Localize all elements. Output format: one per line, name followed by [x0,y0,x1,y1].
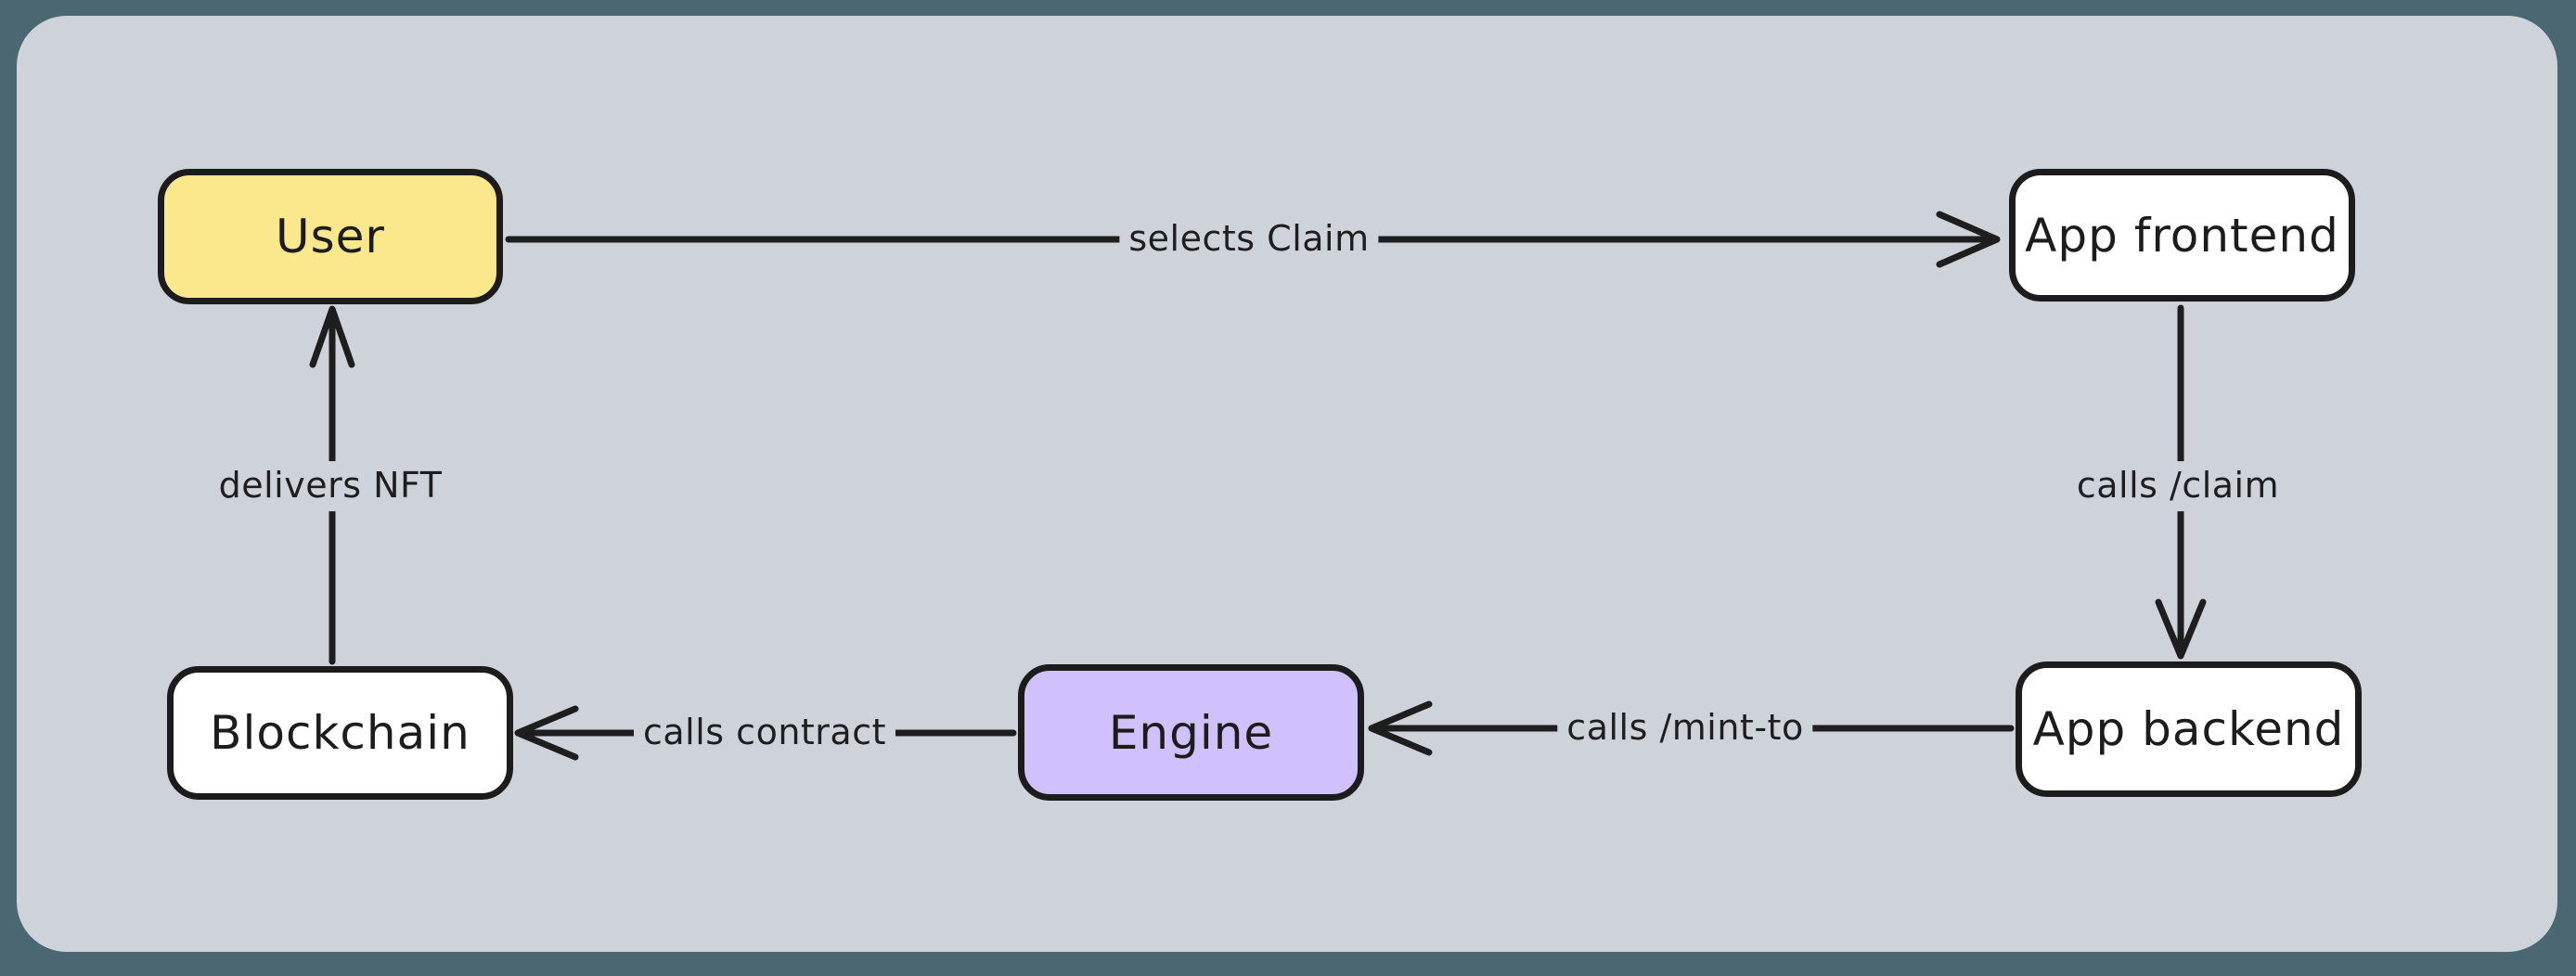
node-app-frontend-label: App frontend [2025,208,2339,263]
edge-label-calls-contract: calls contract [634,708,895,758]
node-app-frontend: App frontend [2009,169,2355,302]
node-app-backend: App backend [2016,661,2362,797]
edge-label-calls-claim: calls /claim [2067,461,2289,511]
node-user: User [158,169,503,304]
node-blockchain: Blockchain [167,666,513,800]
edge-label-delivers-nft: delivers NFT [209,461,452,511]
node-user-label: User [276,210,385,263]
node-engine-label: Engine [1108,705,1274,760]
node-blockchain-label: Blockchain [210,706,470,760]
edge-label-calls-mint-to: calls /mint-to [1557,703,1813,753]
edge-label-selects-claim: selects Claim [1119,214,1379,264]
node-engine: Engine [1018,664,1364,801]
node-app-backend-label: App backend [2032,702,2345,756]
